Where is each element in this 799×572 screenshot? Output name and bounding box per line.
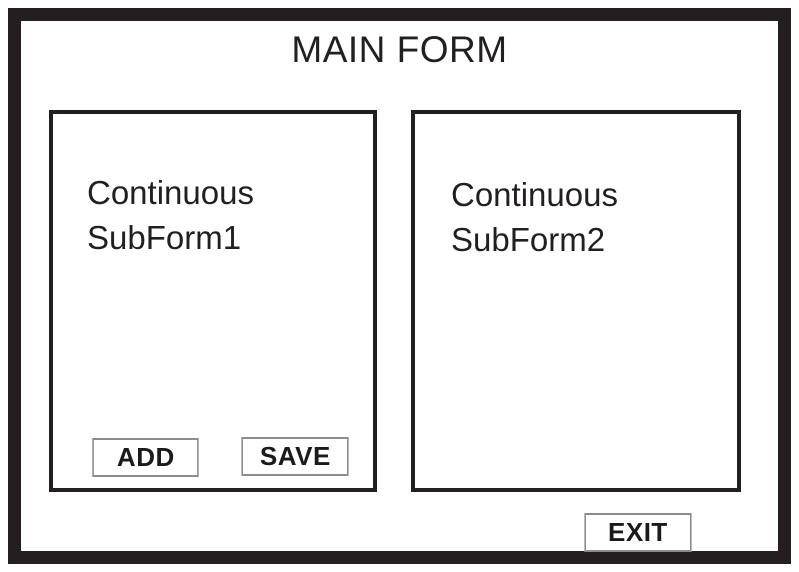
subform-2-label: Continuous SubForm2 [451, 176, 618, 258]
add-button[interactable]: ADD [92, 438, 199, 477]
subform-1-label: Continuous SubForm1 [87, 174, 254, 256]
save-button[interactable]: SAVE [241, 437, 349, 476]
main-form-window: MAIN FORM Continuous SubForm1 Continuous… [8, 8, 791, 564]
exit-button[interactable]: EXIT [584, 513, 692, 552]
save-button-label: SAVE [259, 441, 331, 471]
page-title: MAIN FORM [291, 29, 508, 70]
form-canvas: MAIN FORM Continuous SubForm1 Continuous… [21, 21, 778, 552]
subform-panel-2[interactable]: Continuous SubForm2 [411, 110, 741, 492]
subform-panel-1[interactable]: Continuous SubForm1 [49, 110, 377, 492]
exit-button-label: EXIT [608, 517, 668, 547]
add-button-label: ADD [116, 442, 175, 472]
